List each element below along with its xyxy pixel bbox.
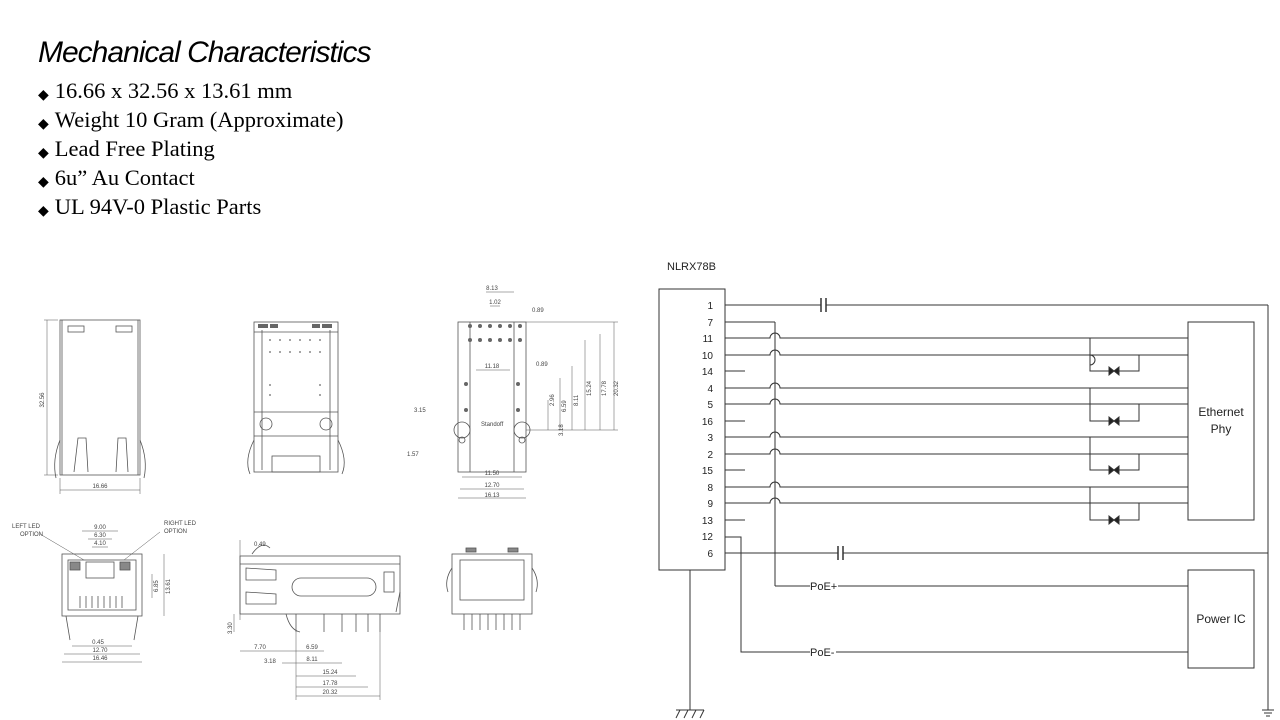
- dim-label: 3.18: [559, 424, 565, 436]
- pin-label: 4: [707, 384, 713, 395]
- footprint-view: 8.13 1.02 0.89 0.89 11.18 3.15 1.57 Stan…: [407, 286, 620, 499]
- chassis-ground-icon: [675, 709, 705, 719]
- side-view: 0.49 3.30 7.70 6.59 3.18 8.11 15.24 17.7…: [228, 540, 401, 700]
- top-view: 32.56 16.66: [40, 319, 146, 494]
- back-view: [247, 321, 345, 475]
- tvs-diode-4: [1089, 487, 1140, 526]
- diamond-bullet-icon: ◆: [38, 88, 49, 103]
- dim-label: 4.10: [94, 541, 106, 547]
- diode-icon: [1108, 365, 1120, 377]
- diode-icon: [1108, 415, 1120, 427]
- dim-label: 13.61: [166, 578, 172, 594]
- pin-label: 13: [702, 516, 714, 527]
- pin-label: 10: [702, 351, 714, 362]
- dim-label: 0.45: [92, 640, 104, 646]
- spec-item: ◆UL 94V-0 Plastic Parts: [38, 194, 262, 219]
- ethernet-phy-block: [1187, 321, 1255, 521]
- diamond-bullet-icon: ◆: [38, 204, 49, 219]
- diode-icon: [1108, 514, 1120, 526]
- pin-label: 12: [702, 532, 714, 543]
- diode-icon: [1108, 464, 1120, 476]
- ethernet-phy-label: Ethernet: [1198, 405, 1244, 419]
- pin-label: 16: [702, 417, 714, 428]
- part-number: NLRX78B: [667, 261, 716, 273]
- dim-label: 17.78: [322, 681, 338, 687]
- power-ic-block: [1187, 569, 1255, 669]
- dim-label: 8.13: [486, 286, 498, 292]
- dim-label: 20.32: [322, 690, 338, 696]
- tvs-diode-3: [1089, 437, 1140, 476]
- dim-label: 7.70: [254, 645, 266, 651]
- pin-label: 3: [707, 433, 713, 444]
- dim-label: 9.00: [94, 525, 106, 531]
- pin-label: 7: [707, 318, 713, 329]
- ethernet-phy-label: Phy: [1211, 422, 1232, 436]
- dim-label: 11.50: [485, 471, 500, 477]
- diamond-bullet-icon: ◆: [38, 117, 49, 132]
- spec-item: ◆16.66 x 32.56 x 13.61 mm: [38, 78, 293, 103]
- led-label: OPTION: [20, 532, 43, 538]
- power-ic-label: Power IC: [1196, 612, 1246, 626]
- pin-label: 14: [702, 367, 714, 378]
- dim-label: 2.96: [550, 394, 556, 406]
- mechanical-drawing: 32.56 16.66: [12, 286, 620, 700]
- spec-item: ◆Lead Free Plating: [38, 136, 215, 161]
- dim-label: 0.89: [536, 362, 548, 368]
- page-title: Mechanical Characteristics: [38, 36, 371, 69]
- pin-label: 6: [707, 549, 713, 560]
- rear-view: [446, 547, 538, 630]
- dim-label: 20.32: [614, 380, 620, 396]
- dim-label: 15.24: [587, 380, 593, 396]
- connector-box: [658, 288, 726, 571]
- dim-label: 1.02: [489, 300, 501, 306]
- dim-label: 3.30: [228, 622, 234, 634]
- dim-label: 6.85: [154, 580, 160, 592]
- dim-label: 3.15: [414, 408, 426, 414]
- dim-label: 1.57: [407, 452, 419, 458]
- dim-label: 8.11: [306, 657, 318, 663]
- pin-label: 8: [707, 483, 713, 494]
- dim-label: 12.70: [484, 483, 500, 489]
- dim-label: 16.66: [92, 484, 108, 490]
- dim-label: 6.30: [94, 533, 106, 539]
- dim-label: 6.59: [306, 645, 318, 651]
- ground-icon: [1262, 709, 1274, 717]
- spec-item: ◆Weight 10 Gram (Approximate): [38, 107, 344, 132]
- pin-label: 1: [707, 301, 713, 312]
- dim-label: 17.78: [602, 380, 608, 396]
- dim-label: 32.56: [40, 392, 46, 408]
- spec-list: ◆16.66 x 32.56 x 13.61 mm ◆Weight 10 Gra…: [38, 76, 344, 221]
- poe-minus-label: PoE-: [810, 647, 835, 659]
- pin-label: 9: [707, 499, 713, 510]
- front-view: LEFT LED OPTION RIGHT LED OPTION 9.00 6.…: [12, 521, 197, 663]
- tvs-diode-1: [1089, 338, 1140, 377]
- signal-lines: [725, 332, 1188, 504]
- led-label: LEFT LED: [12, 524, 41, 530]
- dim-label: 15.24: [322, 670, 338, 676]
- pin-label: 15: [702, 466, 714, 477]
- dim-label: 16.13: [484, 493, 500, 499]
- dim-label: 11.18: [485, 364, 500, 370]
- pin-label: 11: [703, 334, 714, 345]
- tvs-diode-2: [1089, 388, 1140, 427]
- diamond-bullet-icon: ◆: [38, 175, 49, 190]
- dim-label: Standoff: [481, 422, 504, 428]
- dim-label: 6.59: [562, 400, 568, 412]
- dim-label: 16.46: [92, 656, 108, 662]
- dim-label: 8.11: [574, 394, 580, 406]
- dim-label: 0.49: [254, 542, 266, 548]
- dim-label: 0.89: [532, 308, 544, 314]
- led-label: RIGHT LED: [164, 521, 197, 527]
- poe-plus-label: PoE+: [810, 581, 837, 593]
- dim-label: 3.18: [264, 659, 276, 665]
- led-label: OPTION: [164, 529, 187, 535]
- spec-item: ◆6u” Au Contact: [38, 165, 195, 190]
- pin-label: 5: [707, 400, 713, 411]
- dim-label: 12.70: [92, 648, 108, 654]
- pin-label: 2: [707, 450, 713, 461]
- diamond-bullet-icon: ◆: [38, 146, 49, 161]
